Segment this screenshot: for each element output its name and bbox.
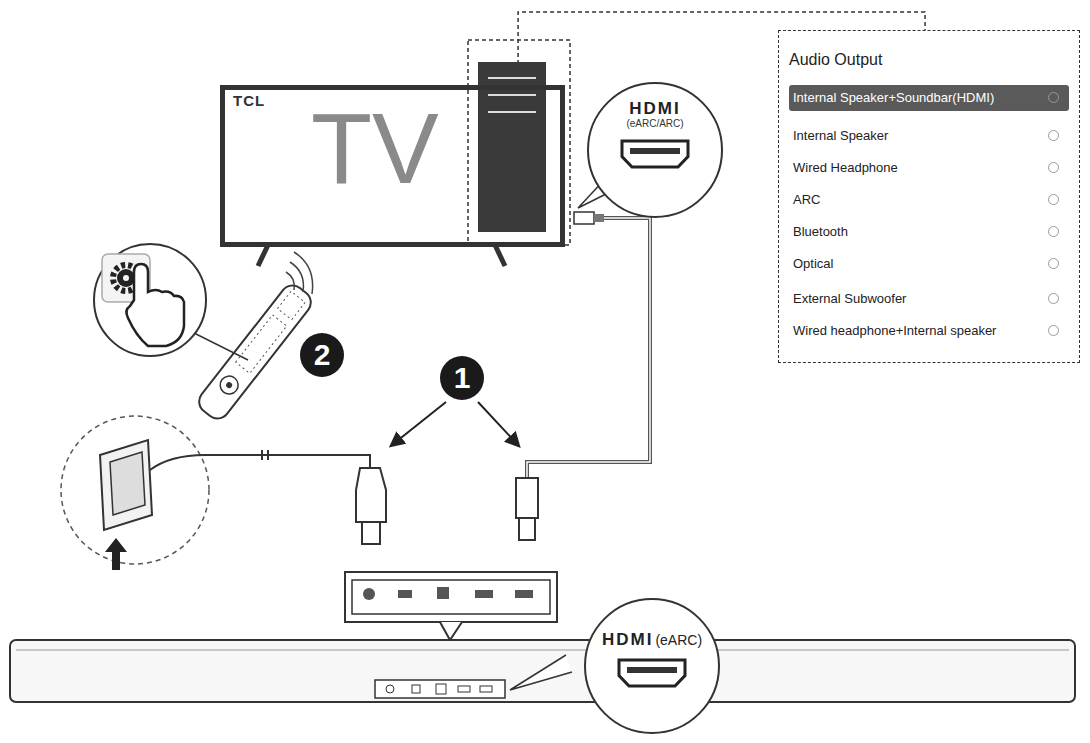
port [363,588,375,600]
power-plug [356,468,386,522]
direction-arrow [105,538,127,570]
menu-item: Internal Speaker+Soundbar(HDMI) [789,85,1069,111]
callout-number: 2 [300,333,344,377]
menu-item: Internal Speaker [789,123,1069,149]
menu-item-text: Internal Speaker [793,128,888,144]
gear-icon [117,269,135,287]
port [475,590,493,598]
tv-leg [495,245,505,266]
hdmi-plug [516,478,538,518]
menu-item: Bluetooth [789,219,1069,245]
port [515,590,533,598]
hdmi-plug [519,518,535,540]
tv: TCL TV [220,85,565,247]
hdmi-earc-callout: HDMI(eARC) [584,598,720,734]
soundbar-port-panel [352,580,550,614]
node-text: (eARC) [655,632,702,648]
panel-line [488,94,536,96]
callout-arrow [478,402,518,445]
panel-line [488,111,536,113]
menu-item-text: Bluetooth [793,224,848,240]
menu-item-text: Wired Headphone [793,160,898,176]
callout-tail [510,655,572,690]
panel-line [488,77,536,79]
menu-item: Wired headphone+Internal speaker [789,318,1069,344]
menu-item-text: External Subwoofer [793,291,906,307]
menu-item-text: Wired headphone+Internal speaker [793,323,996,339]
cable-break [261,450,263,460]
gear-icon [123,275,129,281]
callout-arrow [392,402,446,445]
port [480,686,492,692]
menu-item-text: ARC [793,192,820,208]
soundbar [10,640,1075,702]
node-text: HDMI [602,630,653,650]
signal-wave [290,262,303,292]
cable-break [267,450,269,460]
menu-item: ARC [789,187,1069,213]
hdmi-plug [594,214,604,222]
tv-leg [258,245,268,266]
power-cable [150,455,370,470]
port-panel-frame [468,40,570,245]
leader-line [192,332,248,360]
menu-item-text: Internal Speaker+Soundbar(HDMI) [793,90,994,106]
menu-item: External Subwoofer [789,286,1069,312]
node-text: TV [311,98,439,198]
soundbar-rear-ports [375,680,505,698]
menu-item-text: Optical [793,256,833,272]
port [386,685,394,693]
hdmi-port-callout: HDMI(eARC/ARC) [587,82,723,218]
signal-wave [286,272,294,290]
callout-tail [440,622,462,640]
callout-number: 1 [440,356,484,400]
soundbar-port-panel [345,572,557,622]
wall-socket [100,440,152,530]
hand-icon [126,264,184,346]
hdmi-port-icon [615,656,689,690]
node-text: (eARC/ARC) [589,118,721,129]
socket-callout [61,416,209,564]
signal-wave [294,252,313,294]
settings-callout [94,244,206,356]
node-text: Audio Output [789,51,882,69]
wall-socket [110,452,145,515]
node-text: HDMI [589,100,721,117]
hdmi-cable [527,218,650,478]
audio-output-menu: Audio OutputInternal Speaker+Soundbar(HD… [778,30,1080,363]
port [437,587,449,599]
port [458,686,470,692]
hdmi-port-icon [618,137,692,171]
menu-item: Wired Headphone [789,155,1069,181]
menu-item: Optical [789,251,1069,277]
port [436,684,446,694]
port [412,685,420,693]
node-text: TCL [233,92,265,109]
soundbar-edge [16,650,1069,651]
power-plug [362,522,380,544]
hdmi-cable [527,218,650,478]
hdmi-plug [574,212,594,224]
port [398,590,412,598]
remote-control [194,281,315,424]
